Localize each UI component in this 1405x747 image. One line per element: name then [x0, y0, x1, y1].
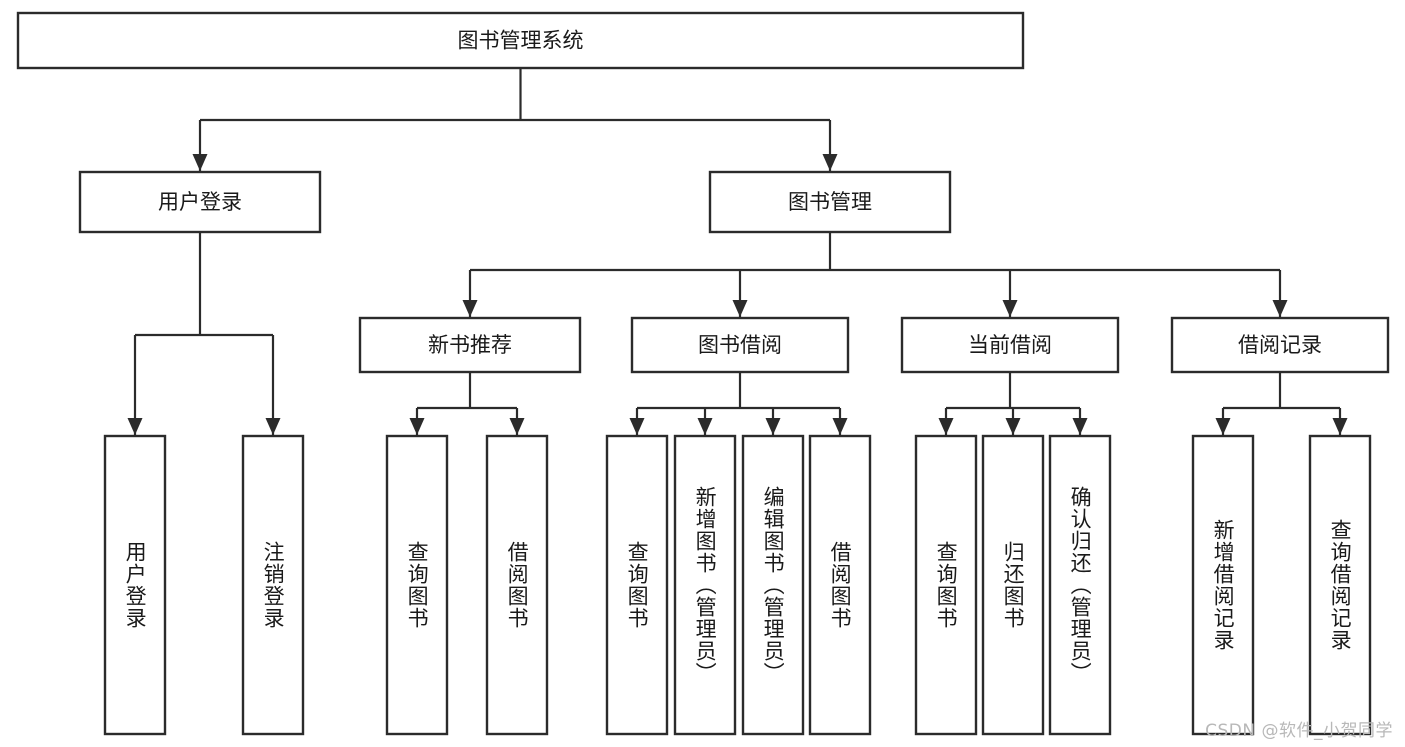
node-label-level3-0: 新书推荐	[428, 333, 512, 357]
node-box-leaf-7[interactable]	[808, 434, 872, 736]
arrow-borrow-to-leaf-3	[832, 418, 848, 435]
node-box-level2-1[interactable]	[708, 170, 952, 234]
node-box-leaf-4[interactable]	[605, 434, 669, 736]
arrow-record-to-leaf-0	[1215, 418, 1231, 435]
csdn-watermark: CSDN @软件_小贺同学	[1205, 721, 1393, 741]
node-box-level3-0[interactable]	[358, 316, 582, 374]
node-box-leaf-5[interactable]	[673, 434, 737, 736]
node-box-leaf-10[interactable]	[1048, 434, 1112, 736]
arrow-newbook-to-leaf-0	[409, 418, 425, 435]
node-label-root: 图书管理系统	[458, 29, 584, 53]
arrow-root-to-level2-0	[192, 154, 208, 171]
node-box-level3-1[interactable]	[630, 316, 850, 374]
arrow-current-to-leaf-2	[1072, 418, 1088, 435]
arrow-mgmt-to-level3-3	[1272, 300, 1288, 317]
arrow-newbook-to-leaf-1	[509, 418, 525, 435]
node-label-level2-0: 用户登录	[158, 190, 242, 214]
node-box-leaf-0[interactable]	[103, 434, 167, 736]
arrow-current-to-leaf-1	[1005, 418, 1021, 435]
arrow-borrow-to-leaf-1	[697, 418, 713, 435]
node-box-leaf-2[interactable]	[385, 434, 449, 736]
arrow-borrow-to-leaf-2	[765, 418, 781, 435]
arrow-record-to-leaf-1	[1332, 418, 1348, 435]
node-label-level2-1: 图书管理	[788, 190, 872, 214]
connectors-layer	[127, 68, 1348, 435]
node-box-leaf-6[interactable]	[741, 434, 805, 736]
node-box-leaf-9[interactable]	[981, 434, 1045, 736]
node-box-level3-3[interactable]	[1170, 316, 1390, 374]
node-box-level2-0[interactable]	[78, 170, 322, 234]
arrow-mgmt-to-level3-2	[1002, 300, 1018, 317]
node-box-root[interactable]	[16, 11, 1025, 70]
arrow-login-to-leaf-1	[265, 418, 281, 435]
node-box-level3-2[interactable]	[900, 316, 1120, 374]
node-label-level3-2: 当前借阅	[968, 333, 1052, 357]
arrow-borrow-to-leaf-0	[629, 418, 645, 435]
arrow-current-to-leaf-0	[938, 418, 954, 435]
boxes-layer	[16, 11, 1390, 736]
arrow-login-to-leaf-0	[127, 418, 143, 435]
arrow-root-to-level2-1	[822, 154, 838, 171]
arrow-mgmt-to-level3-0	[462, 300, 478, 317]
arrow-mgmt-to-level3-1	[732, 300, 748, 317]
node-box-leaf-8[interactable]	[914, 434, 978, 736]
node-box-leaf-1[interactable]	[241, 434, 305, 736]
node-label-level3-1: 图书借阅	[698, 333, 782, 357]
node-label-level3-3: 借阅记录	[1238, 333, 1322, 357]
node-box-leaf-12[interactable]	[1308, 434, 1372, 736]
node-box-leaf-11[interactable]	[1191, 434, 1255, 736]
node-box-leaf-3[interactable]	[485, 434, 549, 736]
